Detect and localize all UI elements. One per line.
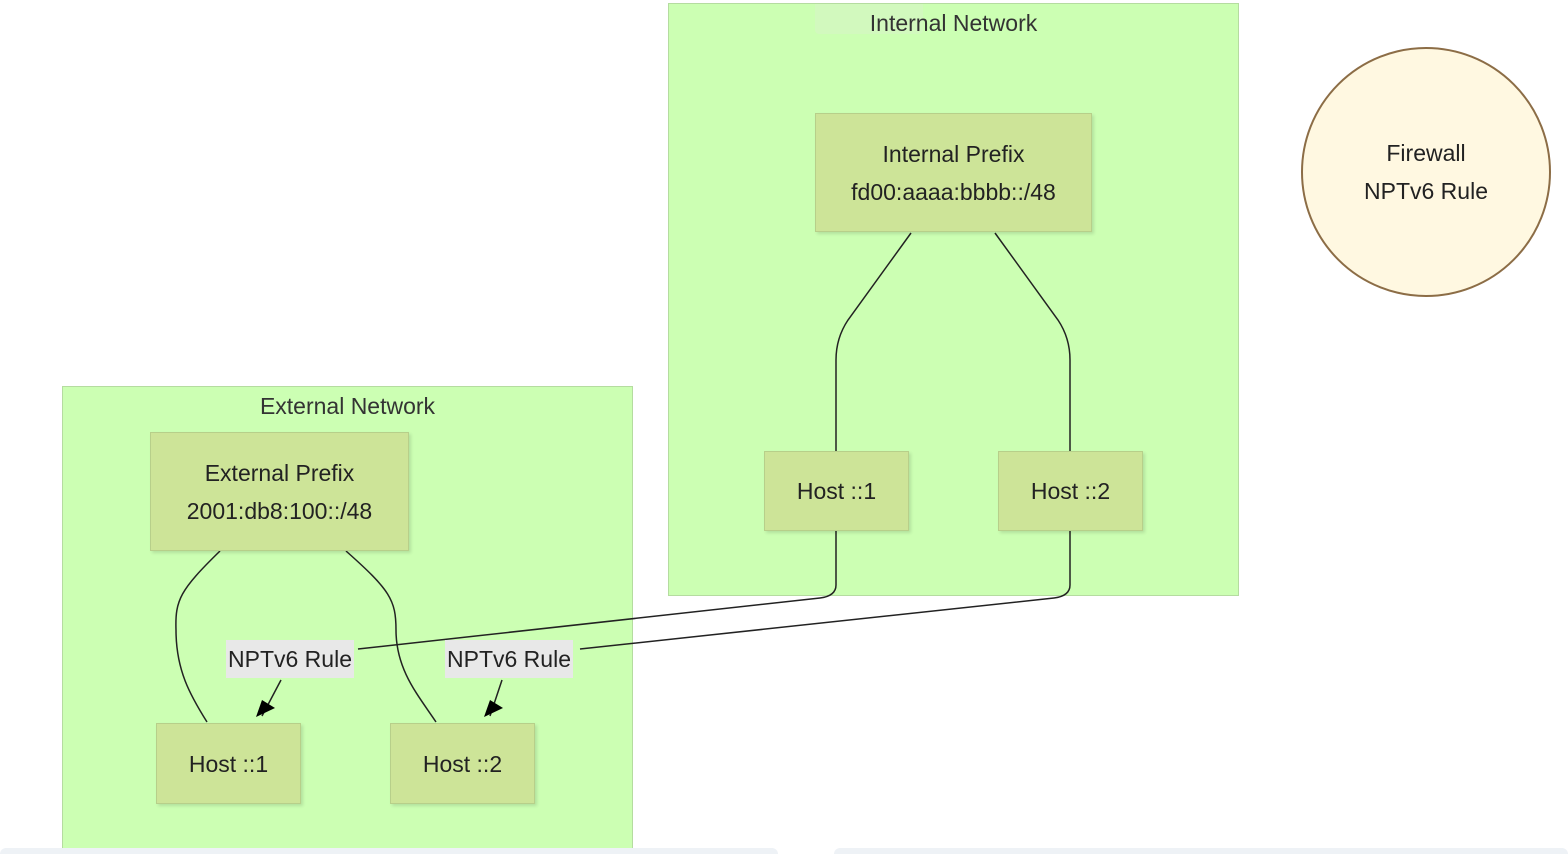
internal-prefix-value: fd00:aaaa:bbbb::/48: [851, 178, 1056, 205]
internal-host1-node[interactable]: Host ::1: [764, 451, 909, 531]
bottom-panel-left: [0, 848, 778, 854]
bottom-panel-right: [834, 848, 1568, 854]
firewall-title: Firewall: [1386, 140, 1466, 166]
internal-host1-label: Host ::1: [796, 478, 877, 504]
external-prefix-node[interactable]: External Prefix 2001:db8:100::/48: [150, 432, 409, 551]
external-network-title: External Network: [259, 393, 436, 419]
firewall-node[interactable]: Firewall NPTv6 Rule: [1301, 47, 1551, 297]
external-prefix-value: 2001:db8:100::/48: [186, 497, 373, 524]
external-host1-node[interactable]: Host ::1: [156, 723, 301, 804]
edge-label-nptv6-rule-2: NPTv6 Rule: [445, 640, 573, 678]
internal-prefix-title: Internal Prefix: [882, 140, 1025, 167]
external-host2-label: Host ::2: [422, 750, 503, 777]
internal-host2-node[interactable]: Host ::2: [998, 451, 1143, 531]
firewall-rule: NPTv6 Rule: [1364, 178, 1488, 204]
hidden-cluster-label: [815, 4, 923, 34]
external-host1-label: Host ::1: [188, 750, 269, 777]
internal-host2-label: Host ::2: [1030, 478, 1111, 504]
external-host2-node[interactable]: Host ::2: [390, 723, 535, 804]
internal-prefix-node[interactable]: Internal Prefix fd00:aaaa:bbbb::/48: [815, 113, 1092, 232]
internal-network-title: Internal Network: [869, 10, 1038, 36]
edge-label-nptv6-rule-1: NPTv6 Rule: [226, 640, 354, 678]
external-prefix-title: External Prefix: [204, 459, 355, 486]
internal-network-cluster: Internal Network: [668, 3, 1239, 596]
